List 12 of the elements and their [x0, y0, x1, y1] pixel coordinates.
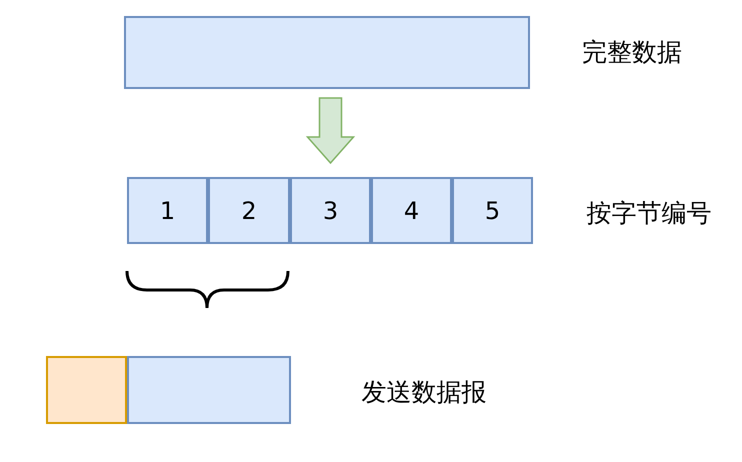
caption-text: 完整数据: [582, 36, 682, 68]
numbered-cell: 2: [208, 177, 290, 244]
caption-text: 发送数据报: [362, 376, 486, 408]
numbered-cell: 3: [290, 177, 371, 244]
data-box: [124, 16, 530, 89]
numbered-cell: 4: [371, 177, 452, 244]
numbered-cell: 1: [127, 177, 208, 244]
data-box: [127, 356, 291, 424]
caption-text: 按字节编号: [586, 198, 712, 230]
numbered-cell: 5: [452, 177, 533, 244]
header-box: [46, 356, 127, 424]
block-arrow: [306, 97, 356, 164]
